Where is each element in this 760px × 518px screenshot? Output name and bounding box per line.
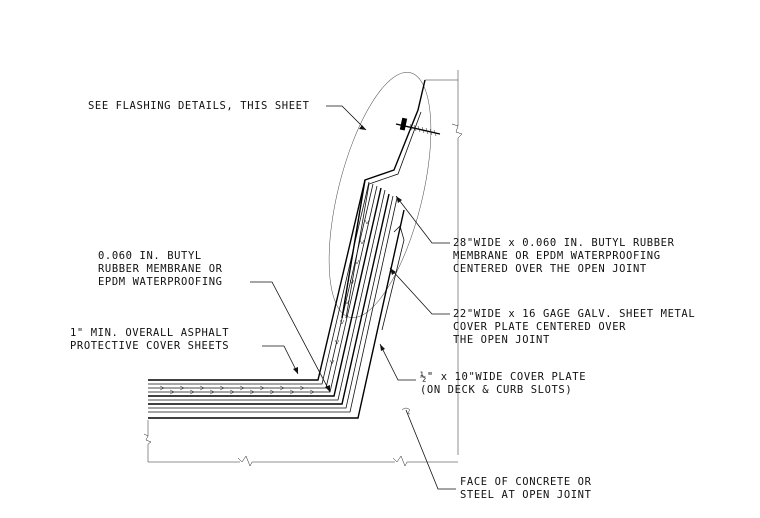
note-28-wide-line-3: CENTERED OVER THE OPEN JOINT xyxy=(453,263,647,275)
note-22-wide-line-2: COVER PLATE CENTERED OVER xyxy=(453,321,626,333)
anchor-bolt-icon xyxy=(395,117,441,137)
membrane-layers xyxy=(148,179,405,419)
callout-notes: SEE FLASHING DETAILS, THIS SHEET 0.060 I… xyxy=(70,100,695,501)
note-butyl-membrane-line-3: EPDM WATERPROOFING xyxy=(98,276,223,288)
note-butyl-membrane-line-1: 0.060 IN. BUTYL xyxy=(98,250,202,262)
note-22-wide-line-3: THE OPEN JOINT xyxy=(453,334,550,346)
metal-flashing xyxy=(341,79,426,331)
note-cover-plate-line-1: ½" x 10"WIDE COVER PLATE xyxy=(420,371,586,383)
note-cover-plate-line-2: (ON DECK & CURB SLOTS) xyxy=(420,384,572,396)
note-face-of-concrete-line-1: FACE OF CONCRETE OR xyxy=(460,476,592,488)
structure-outline xyxy=(143,70,463,467)
note-flashing-details: SEE FLASHING DETAILS, THIS SHEET xyxy=(88,100,310,112)
note-asphalt-cover-line-1: 1" MIN. OVERALL ASPHALT xyxy=(70,327,229,339)
flashing-detail-ellipse xyxy=(328,72,432,318)
note-22-wide-line-1: 22"WIDE x 16 GAGE GALV. SHEET METAL xyxy=(453,308,695,320)
note-face-of-concrete-line-2: STEEL AT OPEN JOINT xyxy=(460,489,592,501)
note-asphalt-cover-line-2: PROTECTIVE COVER SHEETS xyxy=(70,340,229,352)
note-28-wide-line-2: MEMBRANE OR EPDM WATERPROOFING xyxy=(453,250,661,262)
note-28-wide-line-1: 28"WIDE x 0.060 IN. BUTYL RUBBER xyxy=(453,237,675,249)
note-butyl-membrane-line-2: RUBBER MEMBRANE OR xyxy=(98,263,223,275)
leader-lines xyxy=(250,105,456,490)
